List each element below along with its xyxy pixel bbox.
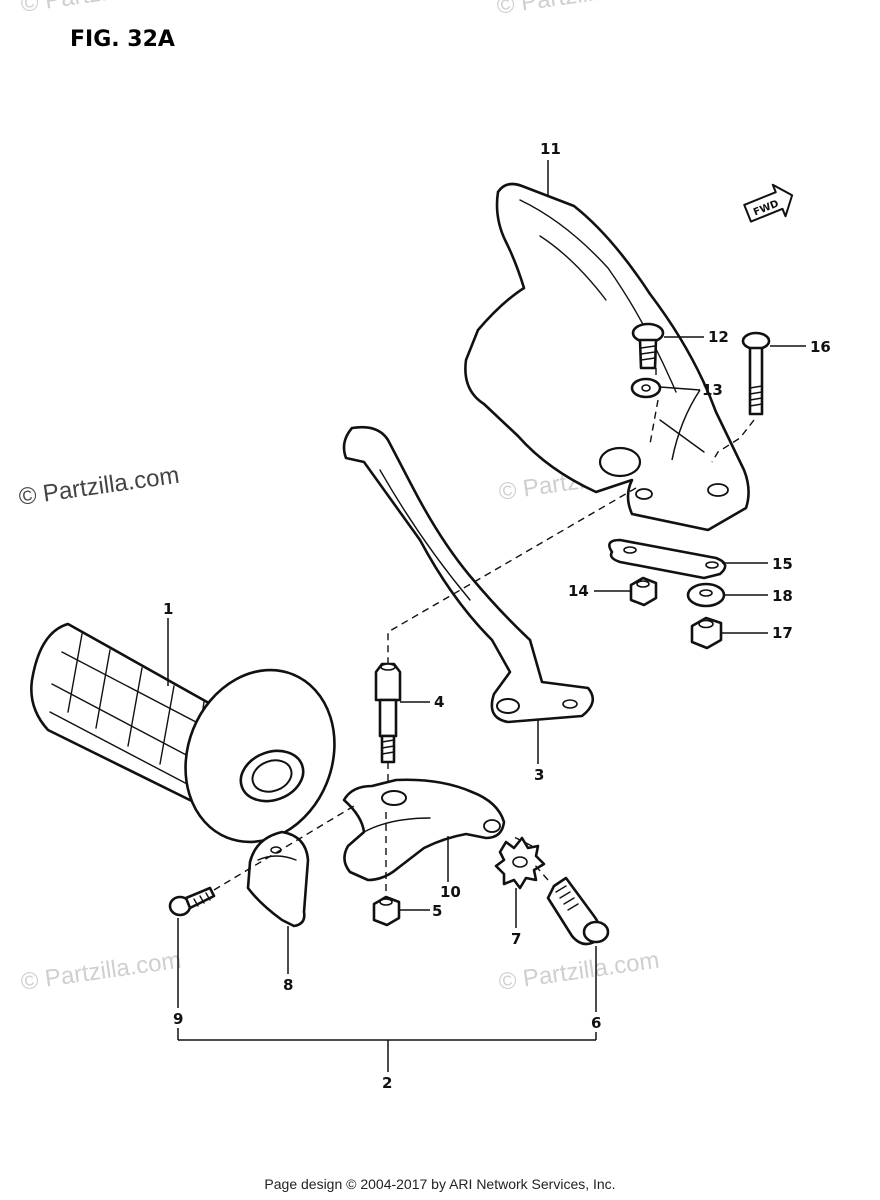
clamp-part-8 [246,830,310,928]
callout-10: 10 [440,883,461,901]
screw-part-12 [631,322,665,370]
callout-14: 14 [568,582,589,600]
callout-17: 17 [772,624,793,642]
watermark-bottom-right: © Partzilla.com [497,947,661,996]
watermark-main: © Partzilla.com [17,462,181,511]
callout-2: 2 [382,1074,392,1092]
lever-part-3 [342,425,595,724]
watermark-top-left: © Partzilla.com [19,0,183,18]
watermark-bottom-left: © Partzilla.com [19,947,183,996]
callouts: 11 12 13 16 15 14 18 17 1 4 3 10 5 7 8 9… [163,140,831,1092]
adjuster-bolt-part-6 [546,876,610,946]
star-washer-part-7 [494,836,546,890]
nut-part-17 [690,616,723,650]
lever-bracket-part-10 [342,778,506,882]
callout-11: 11 [540,140,561,158]
callout-1: 1 [163,600,173,618]
screw-part-9 [168,886,216,917]
assembly-lines [213,368,755,898]
hand-guard-part-11 [464,182,750,532]
footer-copyright: Page design © 2004-2017 by ARI Network S… [264,1176,616,1192]
callout-9: 9 [173,1010,183,1028]
figure-title: FIG. 32A [70,27,175,52]
callout-8: 8 [283,976,293,994]
callout-3: 3 [534,766,544,784]
callout-12: 12 [708,328,729,346]
callout-4: 4 [434,693,444,711]
fwd-arrow-icon: FWD [743,183,794,223]
callout-7: 7 [511,930,521,948]
callout-18: 18 [772,587,793,605]
nut-part-14 [629,576,658,607]
callout-16: 16 [810,338,831,356]
plate-part-15 [608,538,727,580]
grip-part-1 [30,622,336,844]
watermark-top-center: © Partzilla.com [495,0,659,20]
nut-part-5 [372,895,401,927]
bolt-part-16 [741,331,771,416]
callout-15: 15 [772,555,793,573]
pivot-bolt-part-4 [374,662,402,764]
leader-lines [167,160,806,1072]
washer-part-13 [630,377,662,399]
washer-part-18 [686,582,726,608]
callout-13: 13 [702,381,723,399]
callout-6: 6 [591,1014,601,1032]
callout-5: 5 [432,902,442,920]
